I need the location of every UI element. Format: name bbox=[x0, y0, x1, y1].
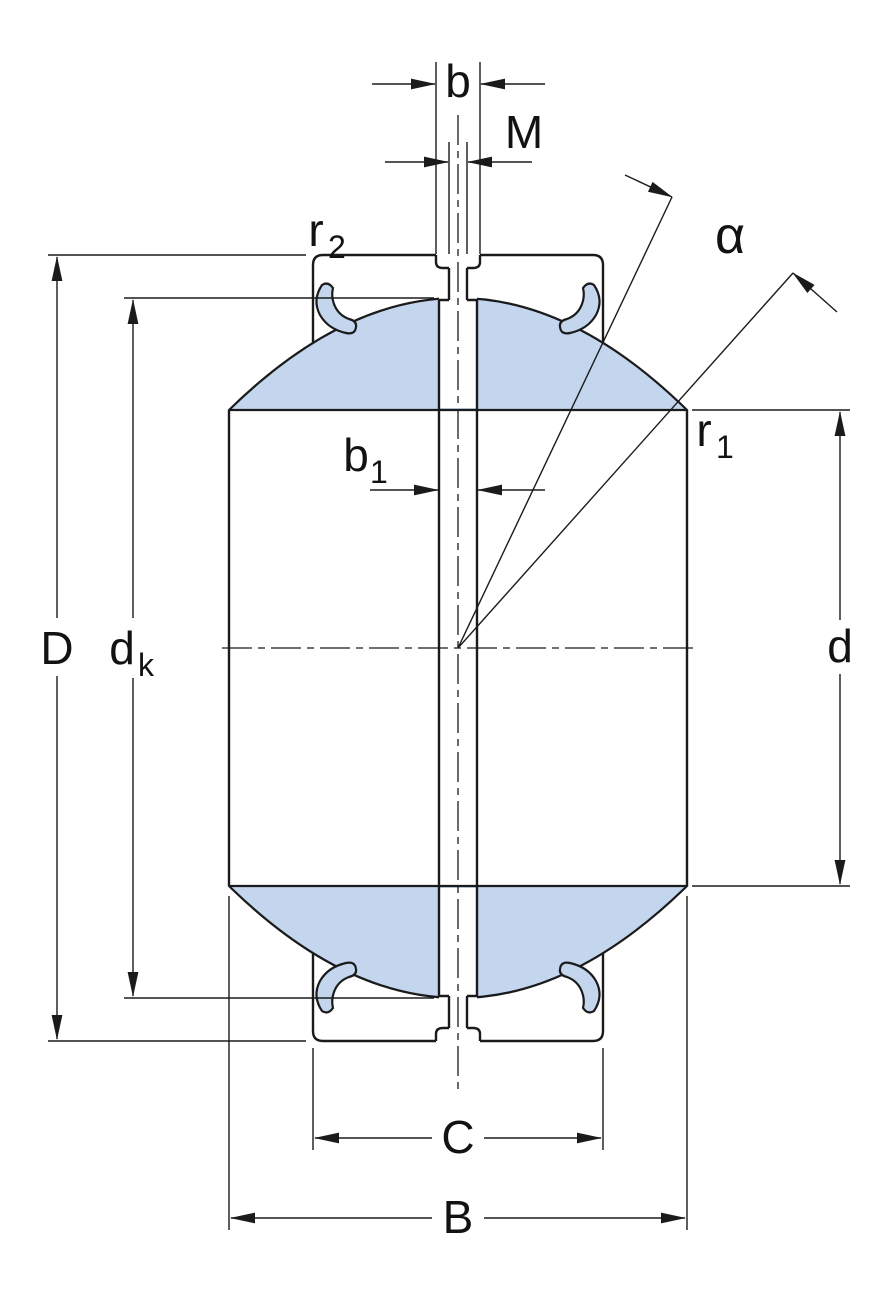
dim-label-r2-base: r bbox=[308, 204, 323, 256]
outer-ring-top-section bbox=[311, 253, 605, 344]
label-background bbox=[35, 618, 79, 676]
alpha-arrow-1 bbox=[624, 174, 673, 198]
dim-label-r1-sub: 1 bbox=[716, 429, 734, 465]
alpha-arrow-2 bbox=[792, 272, 838, 313]
label-background bbox=[432, 1110, 484, 1164]
dim-label-dk-base: d bbox=[109, 622, 135, 674]
angle-label-alpha: α bbox=[715, 207, 745, 265]
dimension-dk bbox=[97, 297, 434, 999]
dimension-C bbox=[312, 1048, 604, 1164]
dim-label-b1-sub: 1 bbox=[370, 454, 388, 490]
dim-label-r1-base: r bbox=[696, 404, 711, 456]
dim-label-b1-base: b bbox=[343, 429, 369, 481]
dim-label-B: B bbox=[443, 1191, 474, 1243]
dim-label-dk-sub: k bbox=[138, 647, 155, 683]
label-background bbox=[432, 1192, 484, 1244]
lube-groove-top bbox=[434, 255, 482, 302]
seal-top-left bbox=[315, 282, 358, 335]
seal-top-right bbox=[558, 282, 601, 335]
label-background bbox=[97, 618, 171, 678]
lube-groove-bottom bbox=[434, 994, 482, 1041]
dim-label-r2-sub: 2 bbox=[328, 229, 346, 265]
angle-alpha-annotation bbox=[457, 174, 838, 649]
dimension-M bbox=[385, 142, 532, 254]
seals bbox=[315, 282, 601, 1014]
dim-label-C: C bbox=[441, 1111, 474, 1163]
label-background bbox=[818, 620, 862, 674]
dim-label-d: d bbox=[827, 620, 853, 672]
dimension-d bbox=[692, 409, 862, 887]
dimension-D bbox=[35, 254, 306, 1042]
seal-bottom-left bbox=[315, 961, 358, 1014]
dim-label-M: M bbox=[505, 106, 543, 158]
dim-label-b: b bbox=[445, 55, 471, 107]
seal-bottom-right bbox=[558, 961, 601, 1014]
alpha-line-1 bbox=[457, 196, 673, 649]
dimension-B bbox=[228, 896, 688, 1244]
dim-label-D: D bbox=[40, 622, 73, 674]
alpha-line-2 bbox=[457, 272, 794, 649]
outer-ring-bottom-section bbox=[311, 952, 605, 1043]
